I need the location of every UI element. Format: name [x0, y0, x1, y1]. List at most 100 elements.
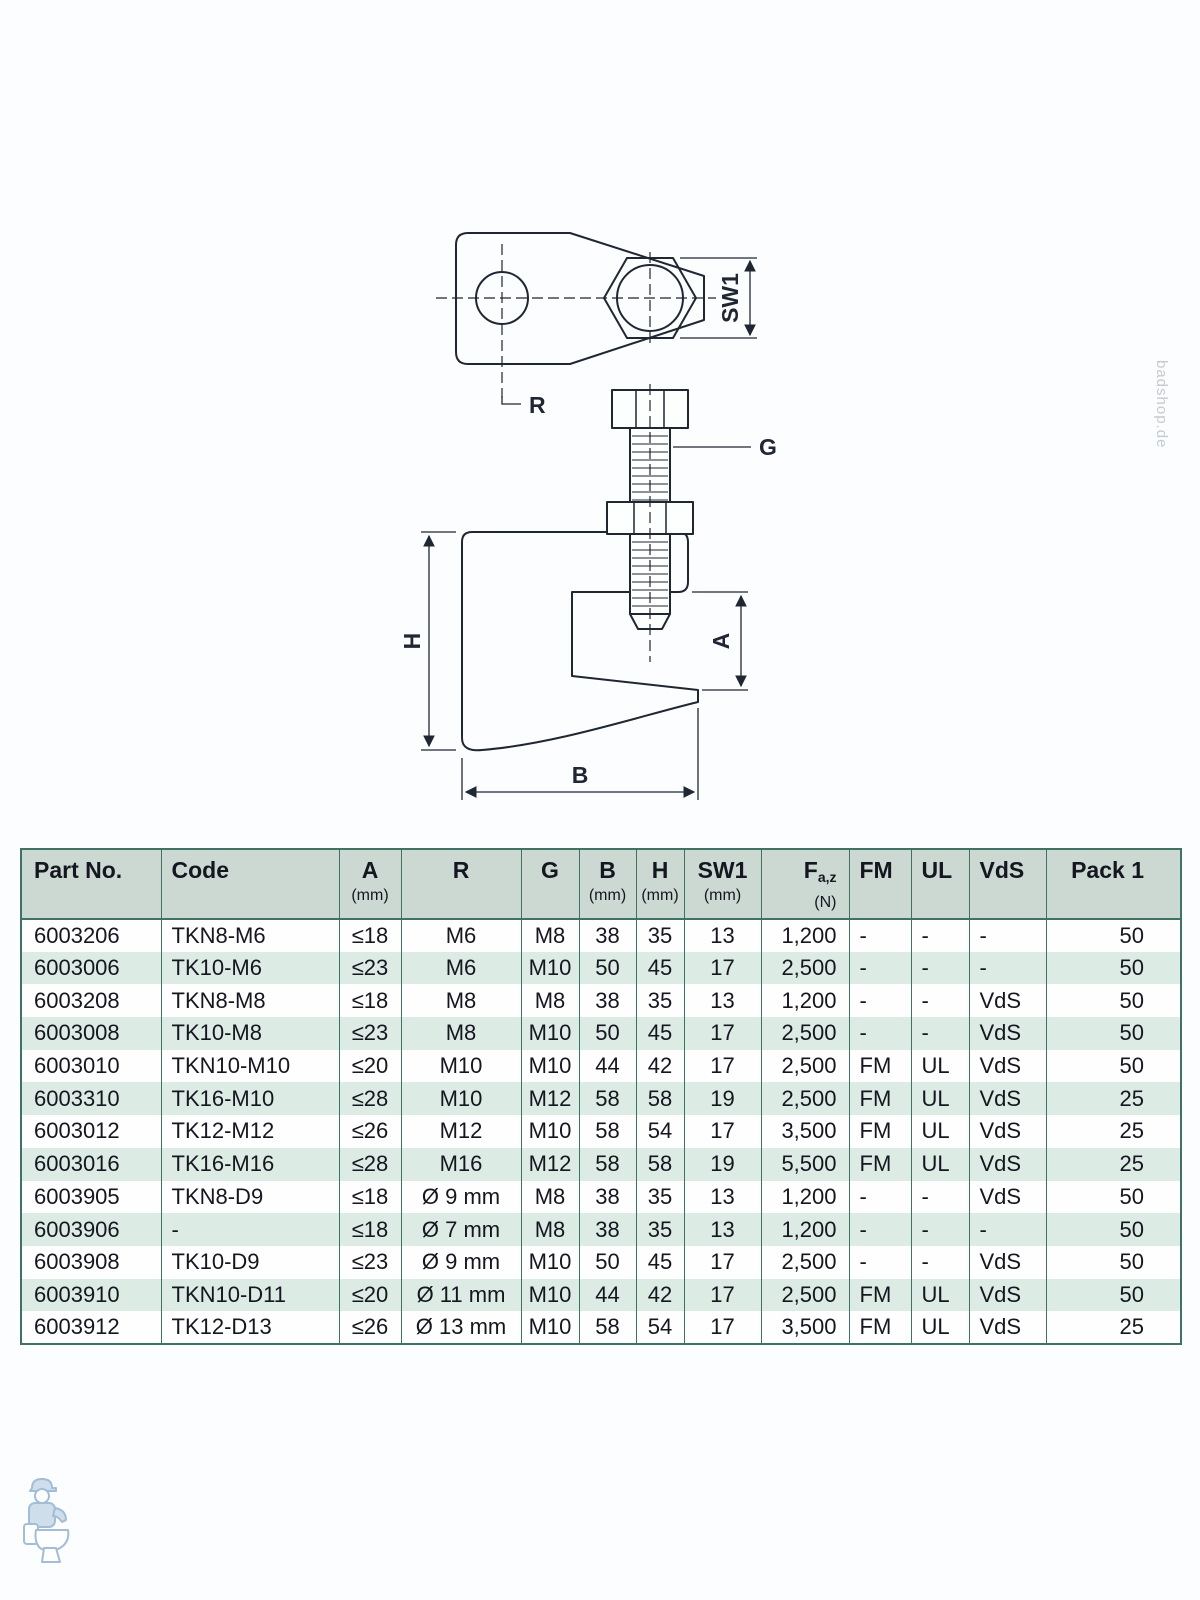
- cell-vds: -: [968, 951, 1046, 985]
- cell-code: TKN8-M8: [160, 984, 339, 1018]
- cell-fm: -: [848, 1017, 911, 1050]
- cell-vds: VdS: [968, 1049, 1046, 1083]
- cell-fm: -: [848, 951, 911, 985]
- cell-pack1: 25: [1045, 1115, 1181, 1148]
- cell-pack1: 50: [1045, 984, 1181, 1018]
- cell-ul: UL: [910, 1082, 969, 1116]
- cell-ul: -: [910, 951, 969, 985]
- cell-sw1: 19: [683, 1082, 761, 1116]
- cell-part_no: 6003012: [34, 1118, 120, 1144]
- cell-vds: -: [968, 1213, 1046, 1246]
- cell-a: ≤28: [338, 1147, 401, 1181]
- cell-h: 35: [635, 1213, 684, 1246]
- spec-table-head: Part No. Code A(mm)R G B(mm)H(mm)SW1(mm)…: [21, 849, 1181, 920]
- cell-g: M10: [520, 1278, 579, 1312]
- col-header-h: H(mm): [635, 849, 684, 920]
- center-lines: [436, 244, 716, 662]
- cell-pack1: 50: [1045, 1017, 1181, 1050]
- cell-pack1: 50: [1045, 951, 1181, 985]
- col-header-b: B(mm): [578, 849, 636, 920]
- cell-fm: FM: [848, 1115, 911, 1148]
- cell-a: ≤18: [338, 1180, 401, 1214]
- beam-clamp-drawing: SW1 R G H A B: [399, 232, 777, 800]
- cell-part_no: 6003905: [34, 1183, 120, 1209]
- cell-h: 58: [635, 1082, 684, 1116]
- col-header-a: A(mm): [338, 849, 401, 920]
- cell-faz: 2,500: [760, 1082, 849, 1116]
- cell-r: M10: [400, 1082, 521, 1116]
- cell-sw1: 17: [683, 1049, 761, 1083]
- cell-pack1: 25: [1045, 1082, 1181, 1116]
- cell-part_no: 6003910: [34, 1281, 120, 1307]
- cell-part_no: 6003206: [34, 922, 120, 948]
- cell-sw1: 17: [683, 1115, 761, 1148]
- cell-part_no: 6003008: [34, 1020, 120, 1046]
- spec-table: Part No. Code A(mm)R G B(mm)H(mm)SW1(mm)…: [20, 848, 1182, 1345]
- cell-fm: FM: [848, 1082, 911, 1116]
- cell-g: M8: [520, 984, 579, 1018]
- header-row: Part No. Code A(mm)R G B(mm)H(mm)SW1(mm)…: [21, 849, 1181, 920]
- cell-h: 35: [635, 984, 684, 1018]
- cell-r: M16: [400, 1147, 521, 1181]
- cell-h: 35: [635, 1180, 684, 1214]
- cell-code: TKN10-M10: [160, 1049, 339, 1083]
- cell-ul: UL: [910, 1311, 969, 1344]
- col-header-sw1: SW1(mm): [683, 849, 761, 920]
- cell-h: 54: [635, 1311, 684, 1344]
- cell-faz: 2,500: [760, 1017, 849, 1050]
- dim-label-a: A: [708, 633, 734, 650]
- cell-fm: FM: [848, 1147, 911, 1181]
- cell-r: M8: [400, 1017, 521, 1050]
- cell-r: M6: [400, 951, 521, 985]
- col-header-fm: FM: [848, 849, 911, 920]
- cell-h: 45: [635, 1017, 684, 1050]
- cell-r: M6: [400, 919, 521, 952]
- cell-faz: 1,200: [760, 1180, 849, 1214]
- cell-h: 45: [635, 1245, 684, 1279]
- cell-r: M10: [400, 1049, 521, 1083]
- cell-g: M12: [520, 1147, 579, 1181]
- dim-label-sw1: SW1: [717, 273, 743, 323]
- cell-fm: -: [848, 1245, 911, 1279]
- cell-b: 44: [578, 1049, 636, 1083]
- cell-ul: UL: [910, 1115, 969, 1148]
- cell-sw1: 13: [683, 984, 761, 1018]
- cell-faz: 2,500: [760, 951, 849, 985]
- cell-vds: VdS: [968, 1147, 1046, 1181]
- cell-code: TK10-M6: [160, 951, 339, 985]
- cell-pack1: 25: [1045, 1311, 1181, 1344]
- col-header-g: G: [520, 849, 579, 920]
- cell-ul: -: [910, 919, 969, 952]
- cell-part_no: 6003908: [34, 1249, 120, 1275]
- cell-fm: -: [848, 919, 911, 952]
- cell-pack1: 50: [1045, 1180, 1181, 1214]
- cell-code: TKN8-M6: [160, 919, 339, 952]
- cell-ul: -: [910, 1180, 969, 1214]
- col-header-vds: VdS: [968, 849, 1046, 920]
- cell-part_no: 6003010: [34, 1053, 120, 1079]
- cell-vds: VdS: [968, 1082, 1046, 1116]
- cell-fm: FM: [848, 1278, 911, 1312]
- dim-label-r: R: [529, 392, 546, 418]
- cell-faz: 3,500: [760, 1115, 849, 1148]
- cell-vds: -: [968, 919, 1046, 952]
- cell-fm: -: [848, 1213, 911, 1246]
- cell-g: M10: [520, 1115, 579, 1148]
- cell-part_no: 6003016: [34, 1151, 120, 1177]
- cell-a: ≤18: [338, 1213, 401, 1246]
- cell-h: 58: [635, 1147, 684, 1181]
- cell-faz: 1,200: [760, 984, 849, 1018]
- cell-b: 50: [578, 1017, 636, 1050]
- cell-g: M8: [520, 1180, 579, 1214]
- cell-b: 38: [578, 1180, 636, 1214]
- cell-vds: VdS: [968, 1245, 1046, 1279]
